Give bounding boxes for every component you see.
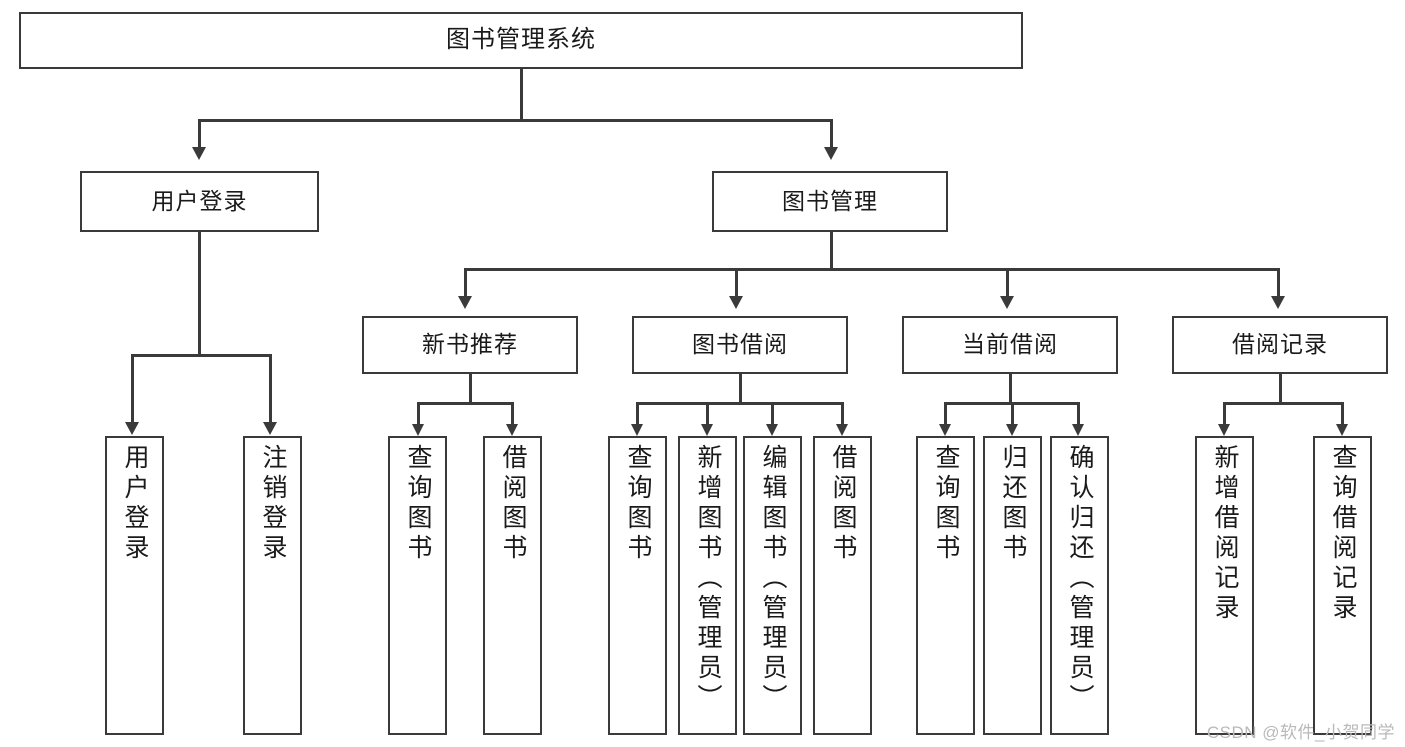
connector-userlogin-stem bbox=[198, 232, 201, 356]
connector-currentborrow-to-leaf1 bbox=[944, 402, 947, 424]
leaf-borrowrecord-add-record[interactable]: 新增借阅记录 bbox=[1195, 436, 1254, 735]
arrowhead-bookborrow-leaf2 bbox=[701, 424, 713, 436]
node-label: 编辑图书（管理员） bbox=[759, 444, 787, 714]
connector-currentborrow-to-leaf2 bbox=[1011, 402, 1014, 424]
leaf-currentborrow-return-book[interactable]: 归还图书 bbox=[983, 436, 1042, 735]
connector-borrowrecord-to-leaf2 bbox=[1341, 402, 1344, 424]
node-label: 确认归还（管理员） bbox=[1066, 444, 1094, 714]
arrowhead-bookborrow-leaf4 bbox=[836, 424, 848, 436]
leaf-bookborrow-add-book-admin[interactable]: 新增图书（管理员） bbox=[678, 436, 737, 735]
node-label: 归还图书 bbox=[999, 444, 1027, 564]
connector-currentborrow-to-leaf3 bbox=[1077, 402, 1080, 424]
node-label: 借阅图书 bbox=[499, 444, 527, 564]
arrowhead-root-to-userlogin bbox=[192, 147, 206, 160]
node-book-management[interactable]: 图书管理 bbox=[712, 171, 948, 232]
arrowhead-currentborrow-leaf1 bbox=[939, 424, 951, 436]
arrowhead-newbook-leaf2 bbox=[506, 424, 518, 436]
arrowhead-borrowrecord-leaf1 bbox=[1218, 424, 1230, 436]
node-book-borrow[interactable]: 图书借阅 bbox=[632, 316, 848, 374]
node-label: 新书推荐 bbox=[422, 331, 518, 358]
connector-currentborrow-stem bbox=[1009, 374, 1012, 404]
connector-root-to-userlogin bbox=[198, 119, 201, 147]
connector-root-stem bbox=[520, 69, 523, 120]
arrowhead-bookmgmt-n4 bbox=[1271, 296, 1285, 309]
connector-bookborrow-to-leaf1 bbox=[636, 402, 639, 424]
connector-bookmgmt-stem bbox=[830, 232, 833, 270]
arrowhead-currentborrow-leaf2 bbox=[1006, 424, 1018, 436]
node-label: 查询借阅记录 bbox=[1329, 444, 1357, 624]
node-root-system[interactable]: 图书管理系统 bbox=[19, 12, 1023, 69]
leaf-bookborrow-query-book[interactable]: 查询图书 bbox=[608, 436, 667, 735]
node-label: 查询图书 bbox=[932, 444, 960, 564]
leaf-user-login-logout[interactable]: 注销登录 bbox=[243, 436, 302, 735]
arrowhead-bookmgmt-n1 bbox=[458, 296, 472, 309]
connector-newbook-bus bbox=[417, 402, 513, 405]
connector-bookborrow-to-leaf4 bbox=[841, 402, 844, 424]
node-label: 查询图书 bbox=[624, 444, 652, 564]
arrowhead-borrowrecord-leaf2 bbox=[1336, 424, 1348, 436]
arrowhead-bookmgmt-n3 bbox=[1000, 296, 1014, 309]
arrowhead-currentborrow-leaf3 bbox=[1072, 424, 1084, 436]
node-label: 借阅记录 bbox=[1232, 331, 1328, 358]
leaf-currentborrow-query-book[interactable]: 查询图书 bbox=[916, 436, 975, 735]
connector-bookmgmt-to-n1 bbox=[464, 268, 467, 296]
watermark-text: CSDN @软件_小贺同学 bbox=[1206, 723, 1395, 742]
arrowhead-bookborrow-leaf1 bbox=[631, 424, 643, 436]
arrowhead-userlogin-leaf2 bbox=[263, 422, 277, 435]
connector-newbook-stem bbox=[469, 374, 472, 404]
leaf-borrowrecord-query-record[interactable]: 查询借阅记录 bbox=[1313, 436, 1372, 735]
connector-borrowrecord-bus bbox=[1223, 402, 1342, 405]
connector-bookmgmt-to-n2 bbox=[735, 268, 738, 296]
node-new-book-recommend[interactable]: 新书推荐 bbox=[362, 316, 578, 374]
node-label: 图书管理系统 bbox=[446, 26, 596, 54]
connector-bookborrow-to-leaf3 bbox=[771, 402, 774, 424]
connector-userlogin-bus bbox=[131, 354, 270, 357]
connector-newbook-to-leaf1 bbox=[417, 402, 420, 424]
node-label: 图书管理 bbox=[782, 187, 878, 214]
leaf-newbook-borrow-book[interactable]: 借阅图书 bbox=[483, 436, 542, 735]
connector-borrowrecord-to-leaf1 bbox=[1223, 402, 1226, 424]
node-label: 借阅图书 bbox=[829, 444, 857, 564]
connector-userlogin-to-leaf2 bbox=[269, 354, 272, 422]
node-label: 新增图书（管理员） bbox=[694, 444, 722, 714]
arrowhead-bookmgmt-n2 bbox=[729, 296, 743, 309]
node-label: 查询图书 bbox=[404, 444, 432, 564]
leaf-user-login-login[interactable]: 用户登录 bbox=[105, 436, 164, 735]
connector-borrowrecord-stem bbox=[1279, 374, 1282, 404]
node-label: 当前借阅 bbox=[962, 331, 1058, 358]
leaf-bookborrow-edit-book-admin[interactable]: 编辑图书（管理员） bbox=[743, 436, 802, 735]
connector-userlogin-to-leaf1 bbox=[131, 354, 134, 422]
arrowhead-bookborrow-leaf3 bbox=[766, 424, 778, 436]
node-label: 新增借阅记录 bbox=[1211, 444, 1239, 624]
node-label: 图书借阅 bbox=[692, 331, 788, 358]
leaf-currentborrow-confirm-return-admin[interactable]: 确认归还（管理员） bbox=[1050, 436, 1109, 735]
connector-newbook-to-leaf2 bbox=[511, 402, 514, 424]
connector-bookmgmt-to-n4 bbox=[1277, 268, 1280, 296]
connector-root-to-bookmgmt bbox=[830, 119, 833, 147]
connector-bookborrow-stem bbox=[739, 374, 742, 404]
node-user-login[interactable]: 用户登录 bbox=[80, 171, 319, 232]
leaf-bookborrow-borrow-book[interactable]: 借阅图书 bbox=[813, 436, 872, 735]
node-label: 用户登录 bbox=[121, 444, 149, 564]
node-label: 用户登录 bbox=[151, 187, 248, 214]
arrowhead-newbook-leaf1 bbox=[412, 424, 424, 436]
leaf-newbook-query-book[interactable]: 查询图书 bbox=[388, 436, 447, 735]
node-label: 注销登录 bbox=[259, 444, 287, 564]
connector-bookmgmt-to-n3 bbox=[1006, 268, 1009, 296]
connector-bookborrow-to-leaf2 bbox=[706, 402, 709, 424]
connector-root-bus bbox=[198, 119, 832, 122]
connector-bookborrow-bus bbox=[636, 402, 843, 405]
node-current-borrow[interactable]: 当前借阅 bbox=[902, 316, 1118, 374]
arrowhead-userlogin-leaf1 bbox=[125, 422, 139, 435]
node-borrow-record[interactable]: 借阅记录 bbox=[1172, 316, 1388, 374]
arrowhead-root-to-bookmgmt bbox=[824, 147, 838, 160]
connector-bookmgmt-bus bbox=[464, 268, 1280, 271]
